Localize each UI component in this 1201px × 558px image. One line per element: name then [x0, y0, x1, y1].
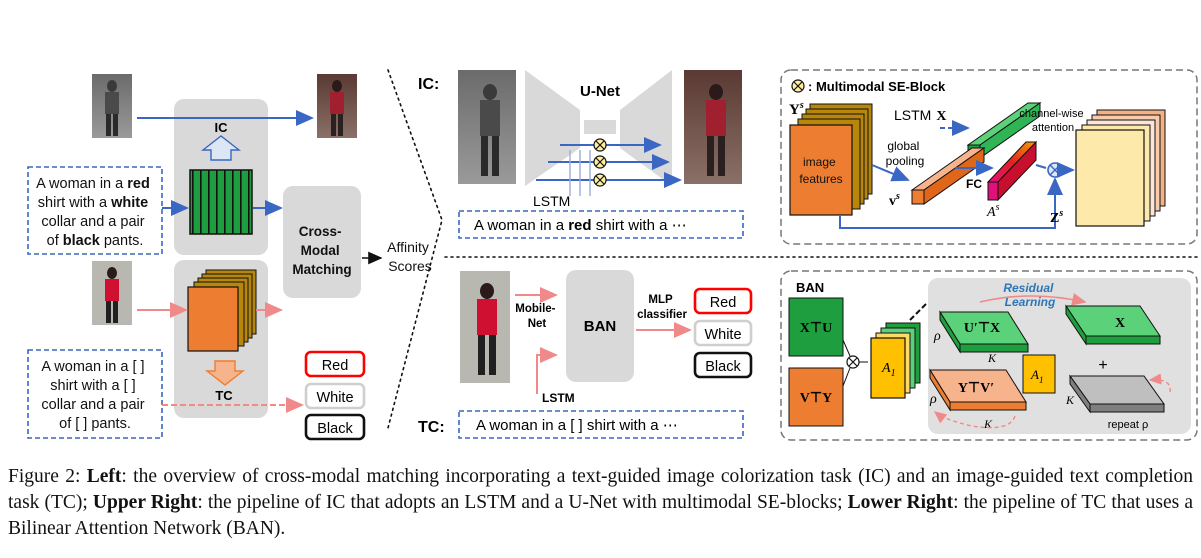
full-sentence-box: [27, 166, 163, 255]
ic-sentence: A woman in a red shirt with a ⋯: [474, 217, 687, 234]
xu-label: X⊤U: [800, 321, 832, 336]
vy-box: [788, 367, 844, 427]
skip-features-arrow: [839, 177, 1063, 229]
tc-answer-black-box: [693, 351, 753, 379]
se-title: : Multimodal SE-Block: [808, 79, 946, 94]
a1-box: [1022, 354, 1056, 394]
ic-tag: IC:: [418, 76, 439, 93]
color-person-image: [92, 261, 132, 325]
k-repeat: K: [1065, 393, 1075, 407]
tc-answer-white: White: [704, 327, 741, 343]
left-overview: A woman in a red shirt with a white coll…: [27, 74, 433, 441]
figure-caption: Figure 2: Left: the overview of cross-mo…: [8, 466, 1193, 539]
tc-sentence: A woman in a [ ] shirt with a ⋯: [476, 417, 678, 434]
k-bottom: K: [983, 417, 993, 431]
se-op-icons: [593, 138, 607, 187]
answer-black-box: [304, 413, 366, 441]
unet-decoder: [620, 70, 672, 186]
affinity-label: Affinity Scores: [387, 239, 433, 274]
rho-top: ρ: [933, 329, 941, 344]
ban-box: [566, 270, 634, 382]
as-label: As: [986, 202, 1000, 220]
upx-label: U′⊤X: [964, 321, 1000, 336]
feature-stack: [187, 269, 257, 352]
tc-input-image: [460, 271, 510, 383]
attn-to-mult: [1035, 164, 1047, 169]
attention-maps-stack: [870, 303, 927, 399]
xu-box: [788, 297, 844, 357]
tc-lstm-label: LSTM: [542, 391, 575, 405]
tc-label: TC: [215, 388, 233, 403]
ban-label: BAN: [584, 318, 617, 335]
ic-input-image: [458, 70, 516, 184]
ic-panel: IC: U-Net LSTM A woman in a red shirt wi…: [418, 70, 744, 239]
separator-diagonal: [387, 69, 443, 429]
answer-white: White: [316, 390, 353, 406]
attn-label: channel-wise attention: [1019, 108, 1086, 134]
unet-bottleneck: [584, 120, 616, 134]
unet-encoder: [525, 70, 580, 186]
tc-tag: TC:: [418, 419, 445, 436]
masked-sentence-box: [27, 349, 163, 439]
answer-red-box: [304, 350, 366, 378]
residual-arrow: [979, 293, 1087, 306]
pool-label: global pooling: [886, 139, 925, 168]
tc-sentence-box: [458, 410, 744, 439]
ban-block-title: BAN: [796, 280, 824, 295]
tc-answer-red: Red: [710, 295, 737, 311]
tc-answer-black: Black: [705, 359, 741, 375]
ys-label: Ys: [789, 100, 804, 118]
k-top: K: [987, 351, 997, 365]
loop-arrow: [933, 411, 1016, 429]
x-slab-label: X: [1115, 316, 1125, 331]
masked-sentence: A woman in a [ ] shirt with a [ ] collar…: [41, 359, 148, 432]
ic-label: IC: [215, 120, 229, 135]
a1-label: A1: [881, 361, 896, 379]
answer-black: Black: [317, 421, 353, 437]
colorized-person-image: [317, 74, 357, 138]
tc-answer-red-box: [693, 287, 753, 315]
figure-2: A woman in a red shirt with a white coll…: [27, 69, 1199, 441]
tc-down-arrow: [204, 360, 246, 386]
tc-answer-white-box: [693, 319, 753, 347]
ic-up-arrow: [200, 135, 242, 161]
mlp-label: MLP classifier: [637, 294, 687, 321]
fc-label: FC: [966, 177, 982, 191]
answer-red: Red: [322, 358, 349, 374]
ic-lstm-label: LSTM: [533, 193, 570, 209]
tc-panel: Mobile- Net BAN LSTM MLP classifier Red …: [418, 270, 753, 439]
ic-output-image: [684, 70, 742, 184]
matching-box: [283, 186, 361, 298]
full-sentence: A woman in a red shirt with a white coll…: [36, 176, 154, 249]
se-block: : Multimodal SE-Block Ys image features …: [780, 69, 1198, 245]
repeat-label: repeat ρ: [1108, 419, 1149, 431]
repeat-arrow: [1148, 373, 1171, 393]
yv-label: Y⊤V′: [958, 381, 994, 396]
image-features-stack: [789, 103, 873, 216]
a1-box-label: A1: [1030, 367, 1043, 385]
vy-label: V⊤Y: [800, 391, 832, 406]
features-label: image features: [799, 155, 842, 186]
lstm-block: [189, 169, 253, 235]
grayscale-person-image: [92, 74, 132, 138]
answer-white-box: [304, 382, 366, 410]
mobilenet-label: Mobile- Net: [515, 303, 558, 330]
ban-block: BAN X⊤U V⊤Y A1 Residual Learning U′⊤X ρ …: [780, 270, 1198, 441]
zs-label: Zs: [1050, 208, 1063, 226]
pool-arrow: [871, 164, 910, 182]
lstm-feed-lines: [569, 150, 591, 196]
matching-label: Cross- Modal Matching: [292, 224, 351, 277]
output-feature-stack: [1075, 109, 1166, 227]
unet-label: U-Net: [580, 83, 620, 100]
rho-bottom: ρ: [929, 392, 937, 407]
residual-label: Residual Learning: [1003, 281, 1056, 309]
plus-sign: +: [1098, 357, 1107, 374]
lstm-arrow: [536, 347, 558, 394]
ic-sentence-box: [458, 210, 744, 239]
vs-label: vs: [889, 191, 900, 209]
